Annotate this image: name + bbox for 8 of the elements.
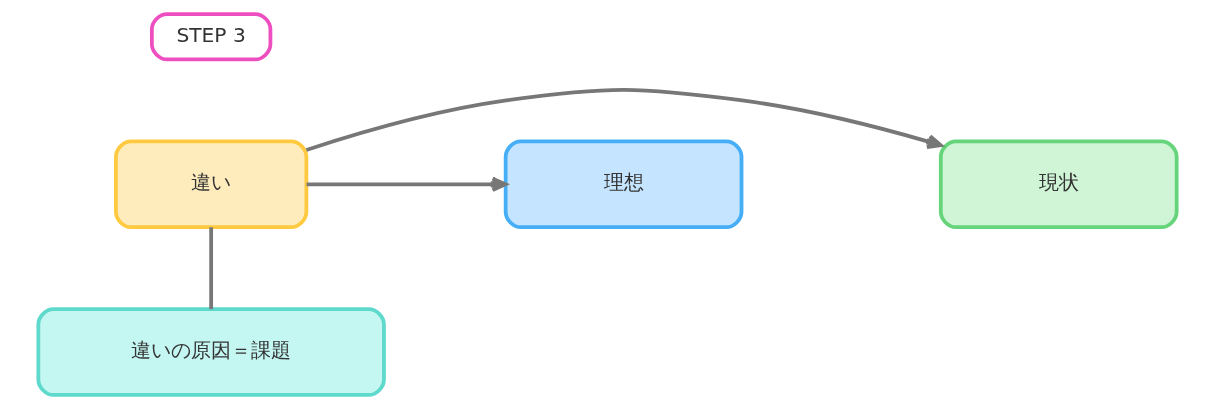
node-box: STEP 3 <box>149 11 272 61</box>
node-box: 違い <box>113 139 308 229</box>
arrow <box>305 87 943 152</box>
node-box: 現状 <box>938 139 1179 229</box>
connector <box>208 226 213 309</box>
node-box: 理想 <box>503 139 743 229</box>
node-box: 違いの原因＝課題 <box>35 306 386 397</box>
arrow <box>306 176 507 192</box>
